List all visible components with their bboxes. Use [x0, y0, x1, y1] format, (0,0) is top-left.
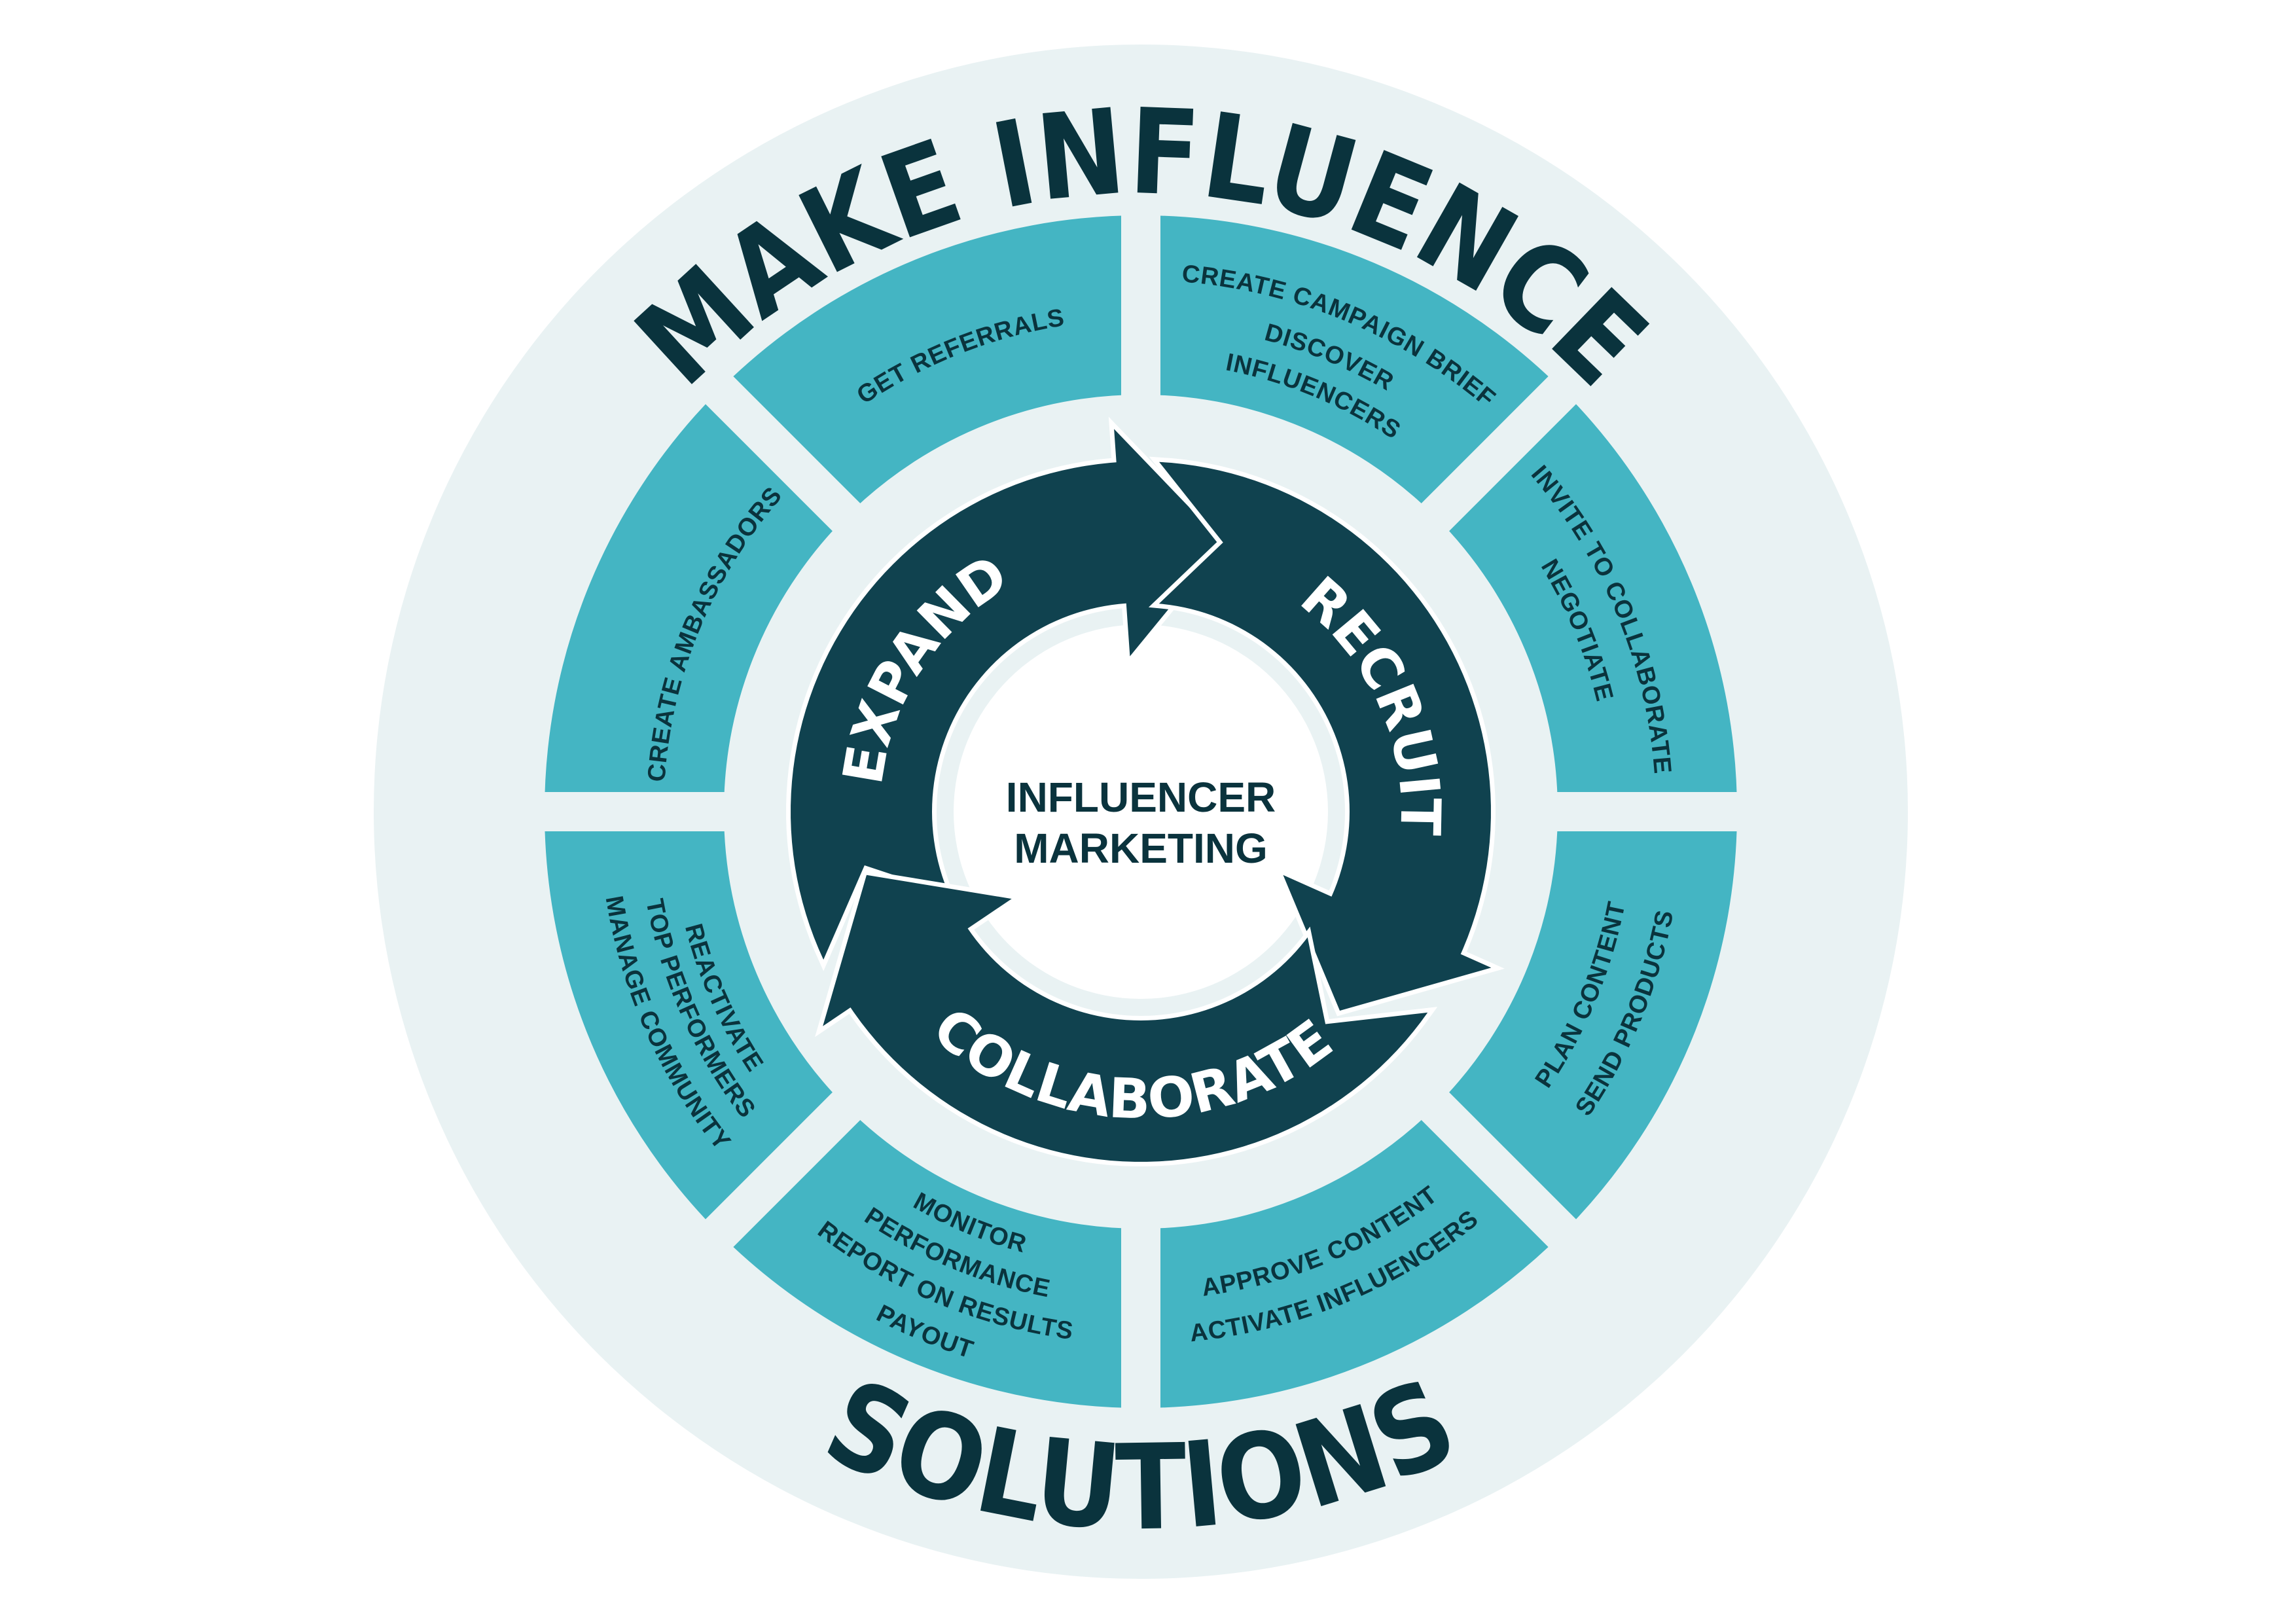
center-title-line-2: MARKETING	[1014, 825, 1268, 872]
cycle-arrows	[786, 416, 1505, 1166]
center-circle	[954, 624, 1328, 999]
center-title-line-1: INFLUENCER	[1006, 774, 1276, 821]
arrow-collaborate	[815, 869, 1438, 1166]
